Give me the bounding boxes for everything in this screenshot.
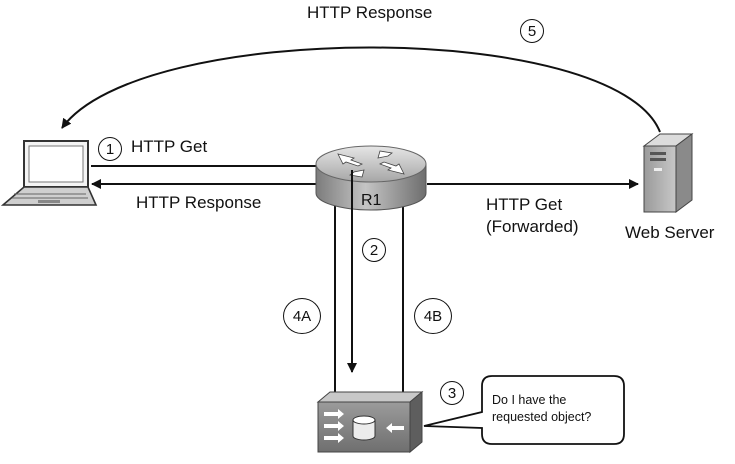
bubble-text: Do I have the requested object? [492,392,591,426]
http-get-forwarded-label: HTTP Get [486,195,563,214]
bubble-line-1: Do I have the [492,393,567,407]
step-3-badge: 3 [440,381,464,405]
content-engine-icon [316,390,424,454]
http-get-label: HTTP Get [131,137,208,156]
router-label: R1 [361,192,382,209]
laptop-icon [0,140,98,206]
speech-bubble [423,375,625,445]
web-server-label: Web Server [625,223,715,242]
top-http-response-label: HTTP Response [307,3,433,22]
step-5-badge: 5 [520,19,544,43]
step-1-badge: 1 [98,137,122,161]
bubble-line-2: requested object? [492,410,592,424]
forwarded-label: (Forwarded) [486,217,579,236]
router-icon [315,145,427,211]
step-2-badge: 2 [362,238,386,262]
http-response-curve-arrow [61,46,661,133]
http-response-label: HTTP Response [136,193,262,212]
web-server-icon [642,133,694,213]
step-4b-badge: 4B [414,298,452,334]
step-4a-badge: 4A [283,298,321,334]
